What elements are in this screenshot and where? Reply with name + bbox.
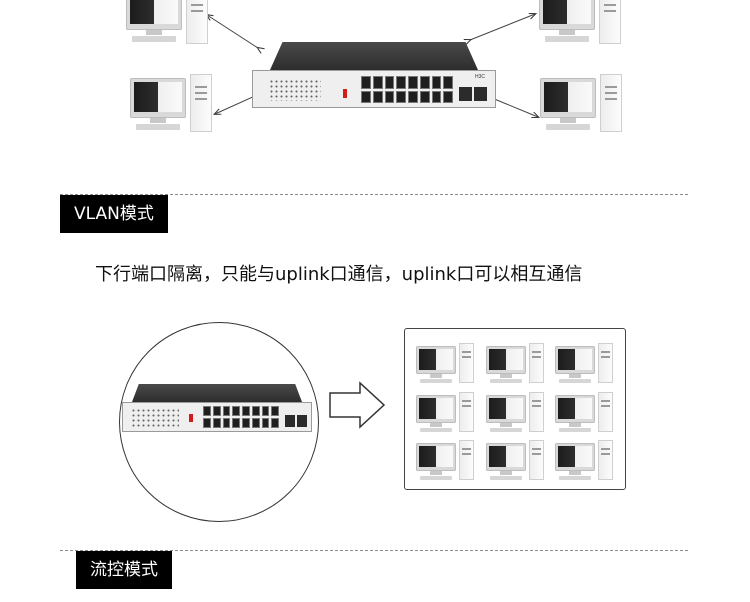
- arrow-icon: [329, 381, 386, 429]
- pc-icon: [555, 392, 615, 436]
- arrow-top-left: [207, 15, 258, 48]
- arrow-bottom-right: [492, 98, 538, 117]
- pc-group-box: [404, 328, 626, 490]
- zoom-circle: [119, 322, 319, 522]
- pc-icon: [486, 343, 546, 387]
- pc-icon: [486, 392, 546, 436]
- arrow-top-right: [470, 14, 535, 40]
- brand-label: H3C: [475, 74, 486, 80]
- pc-icon: [416, 392, 476, 436]
- section-label-flow-control: 流控模式: [76, 551, 172, 589]
- pc-icon: [486, 440, 546, 484]
- arrow-bottom-left: [215, 96, 255, 114]
- switch-icon: H3C: [252, 42, 496, 112]
- pc-icon: [130, 74, 214, 138]
- section-divider: [60, 194, 688, 195]
- pc-icon: [540, 74, 624, 138]
- pc-icon: [539, 0, 623, 50]
- switch-icon: [122, 384, 312, 434]
- section-divider: [60, 550, 688, 551]
- pc-icon: [416, 440, 476, 484]
- pc-icon: [126, 0, 210, 50]
- pc-icon: [555, 343, 615, 387]
- vlan-description: 下行端口隔离，只能与uplink口通信，uplink口可以相互通信: [95, 264, 583, 285]
- section-label-vlan: VLAN模式: [60, 195, 168, 233]
- pc-icon: [555, 440, 615, 484]
- pc-icon: [416, 343, 476, 387]
